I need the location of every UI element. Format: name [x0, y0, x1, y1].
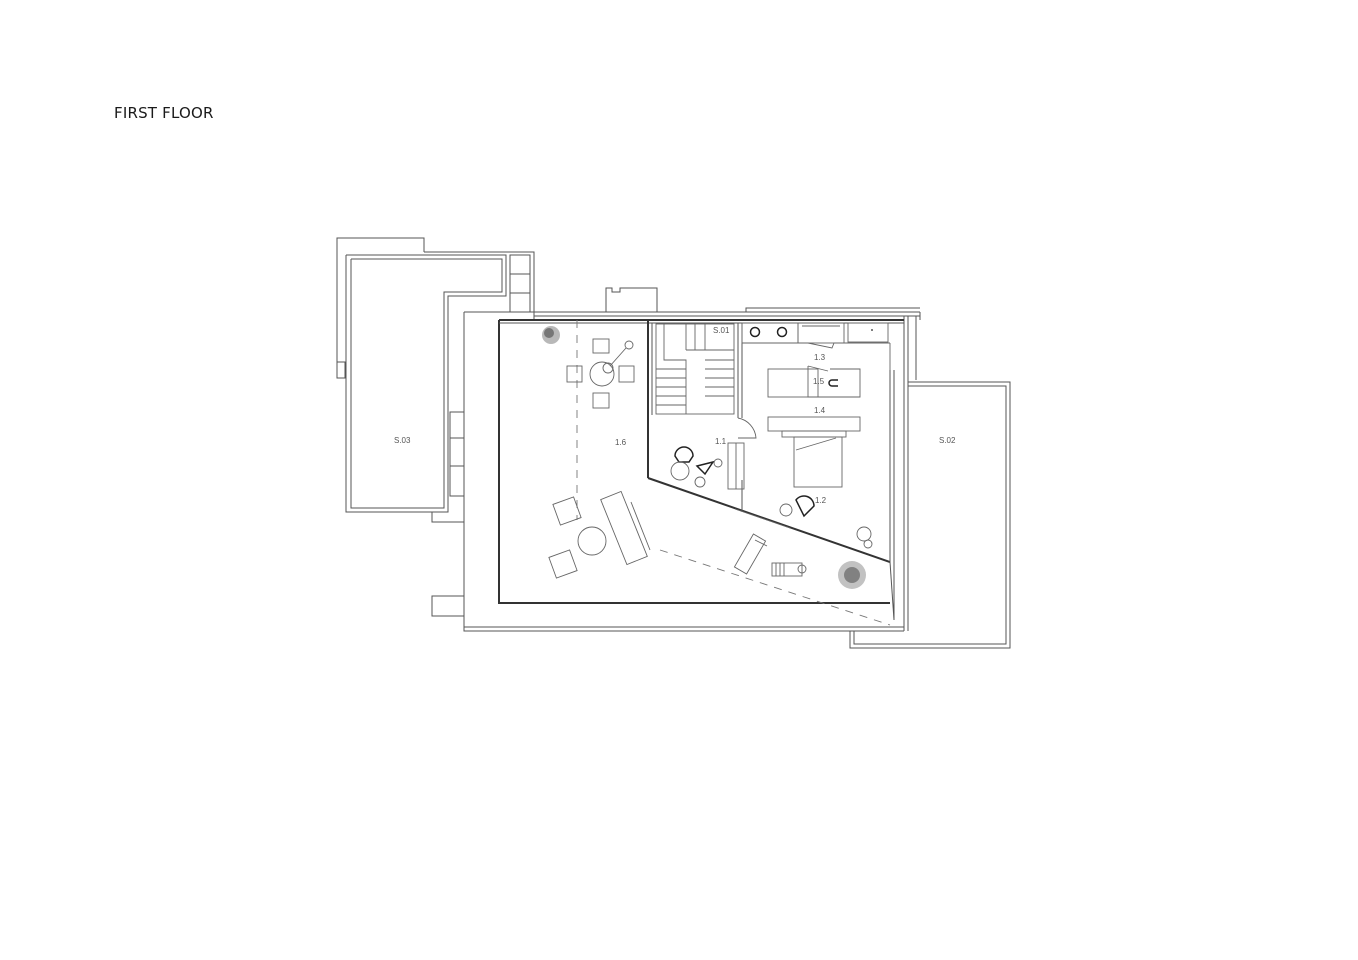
terrace-s03 — [336, 237, 535, 617]
staircase — [655, 323, 735, 415]
bathroom — [741, 322, 891, 398]
room-label-s03: S.03 — [394, 436, 411, 445]
room-label-1-1: 1.1 — [715, 437, 727, 446]
room-label-s01: S.01 — [713, 326, 730, 335]
terrace-s02 — [849, 381, 1011, 649]
living-area — [542, 320, 891, 626]
room-label-1-6: 1.6 — [615, 438, 627, 447]
building-envelope — [463, 287, 921, 632]
room-label-1-5: 1.5 — [813, 377, 825, 386]
room-label-1-2: 1.2 — [815, 496, 827, 505]
room-label-s02: S.02 — [939, 436, 956, 445]
room-labels: S.03 S.02 S.01 1.6 1.1 1.2 1.3 1.4 1.5 — [394, 326, 956, 505]
room-label-1-4: 1.4 — [814, 406, 826, 415]
drawing-title: FIRST FLOOR — [114, 104, 214, 122]
bedroom — [670, 416, 873, 549]
room-label-1-3: 1.3 — [814, 353, 826, 362]
